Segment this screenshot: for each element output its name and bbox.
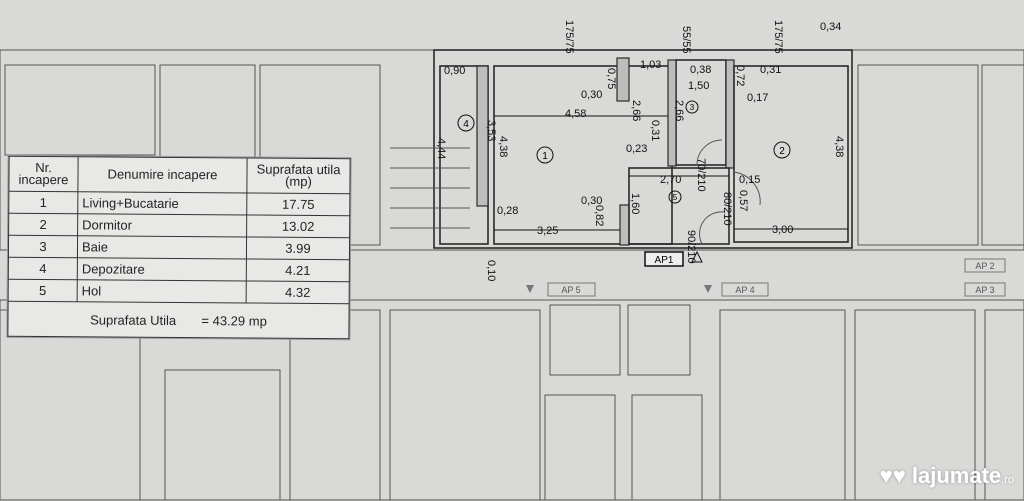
room-nr: 1 (8, 191, 78, 214)
dimension-label: 0,31 (649, 120, 661, 141)
dimension-label: 0,72 (734, 65, 746, 86)
door-mark: 70/210 (695, 158, 707, 192)
room-name: Hol (77, 279, 247, 303)
room-number-5: 5 (673, 193, 678, 202)
dimension-label: 0,17 (747, 92, 768, 104)
room-name: Living+Bucatarie (77, 191, 247, 215)
total-label: Suprafata Utila (90, 311, 177, 328)
dimension-label: 1,60 (629, 193, 641, 214)
room-numbers: 1 2 3 4 5 (457, 100, 791, 204)
dimension-label: 3,53 (485, 120, 497, 141)
room-nr: 2 (8, 213, 78, 236)
room-number-2: 2 (779, 146, 785, 157)
dimension-label: 0,38 (690, 64, 711, 76)
dimension-label: 1,03 (640, 59, 661, 71)
window-mark: 55/55 (680, 26, 692, 54)
dimension-label: 0,57 (737, 190, 749, 211)
room-number-3: 3 (690, 103, 695, 112)
dimension-label: 2,66 (630, 100, 642, 121)
tag-ap3: AP 3 (975, 285, 994, 295)
dimension-label: 3,00 (772, 224, 793, 236)
window-mark: 175/75 (772, 20, 784, 54)
room-nr: 3 (8, 235, 78, 258)
room-name: Depozitare (77, 257, 247, 281)
room-name: Baie (77, 235, 247, 259)
header-name: Denumire incapere (77, 156, 248, 193)
tag-ap4: AP 4 (735, 285, 754, 295)
tag-ap1: AP1 (655, 255, 674, 266)
door-mark: 90/210 (685, 230, 697, 264)
watermark-brand: lajumate (911, 463, 1002, 488)
room-area: 4.32 (246, 280, 350, 304)
dimension-label: 0,28 (497, 205, 518, 217)
dimension-label: 2,66 (673, 100, 685, 121)
room-name: Dormitor (77, 213, 247, 237)
room-area: 4.21 (246, 258, 350, 282)
door-mark: 80/210 (721, 192, 733, 226)
room-area: 17.75 (246, 192, 350, 216)
dimension-label: 4,58 (565, 108, 586, 120)
heart-logo-icon: ♥♥ (879, 463, 906, 488)
dimension-label: 2,70 (660, 174, 681, 186)
header-nr: Nr. incapere (8, 156, 79, 192)
total-row: Suprafata Utila = 43.29 mp (7, 301, 350, 339)
dimensions: 0,90 0,75 1,03 0,38 0,31 0,72 0,30 1,50 … (435, 20, 848, 281)
apartment-tags: AP1 AP 2 AP 3 AP 4 AP 5 (526, 250, 1006, 297)
room-number-1: 1 (542, 151, 548, 162)
window-mark: 175/75 (563, 20, 575, 54)
watermark-suffix: .ro (1001, 474, 1014, 486)
dimension-label: 0,31 (760, 64, 781, 76)
dimension-label: 0,23 (626, 143, 647, 155)
dimension-label: 0,15 (739, 174, 760, 186)
room-number-4: 4 (463, 119, 469, 130)
room-area-table: Nr. incapere Denumire incapere Suprafata… (7, 155, 351, 340)
header-area: Suprafata utila (mp) (246, 157, 351, 194)
apartment-ap1 (390, 49, 853, 249)
room-area: 13.02 (246, 214, 350, 238)
watermark: ♥♥ lajumate.ro (880, 463, 1014, 489)
dimension-label: 3,25 (537, 225, 558, 237)
dimension-label: 0,82 (593, 205, 605, 226)
tag-ap2: AP 2 (975, 261, 994, 271)
room-nr: 5 (8, 279, 78, 302)
dimension-label: 0,30 (581, 89, 602, 101)
room-nr: 4 (8, 257, 78, 280)
dimension-label: 4,44 (435, 138, 447, 159)
tag-ap5: AP 5 (561, 285, 580, 295)
dimension-label: 4,38 (497, 136, 509, 157)
dimension-label: 0,10 (485, 260, 497, 281)
dimension-label: 0,75 (605, 68, 617, 89)
dimension-label: 1,50 (688, 80, 709, 92)
total-value: = 43.29 mp (201, 312, 267, 329)
room-area: 3.99 (246, 236, 350, 260)
dimension-label: 0,90 (444, 65, 465, 77)
dimension-label: 0,34 (820, 21, 841, 33)
dimension-label: 4,38 (833, 136, 845, 157)
dimension-label: 0,30 (581, 195, 602, 207)
